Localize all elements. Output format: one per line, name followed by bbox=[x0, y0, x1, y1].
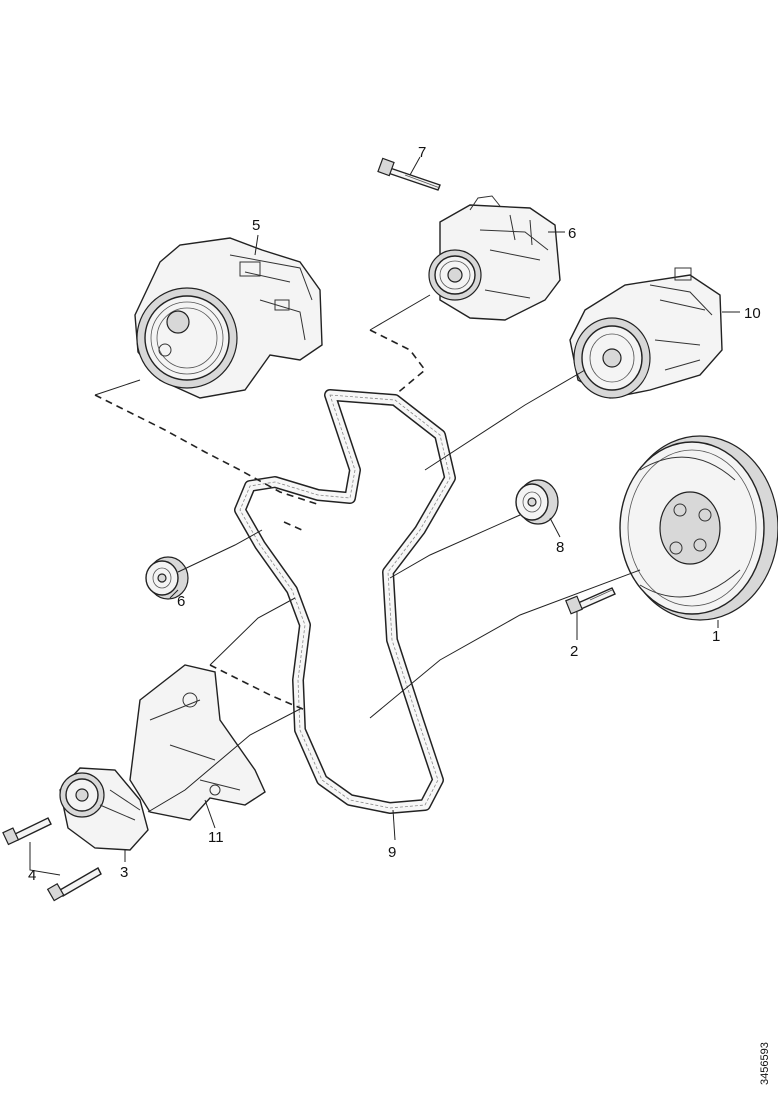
belt-tensioner bbox=[59, 767, 149, 851]
callout-10: 10 bbox=[744, 305, 761, 322]
bolt-7 bbox=[377, 157, 441, 191]
reference-code: 3456593 bbox=[759, 1042, 771, 1085]
callout-5: 5 bbox=[252, 217, 260, 234]
callout-8: 8 bbox=[556, 539, 564, 556]
callout-9: 9 bbox=[388, 844, 396, 861]
idler-pulley-8-left bbox=[145, 556, 189, 600]
callout-2: 2 bbox=[570, 643, 578, 660]
callout-6-alternator: 6 bbox=[568, 225, 576, 242]
idler-pulley-8-right bbox=[515, 479, 559, 525]
callout-1: 1 bbox=[712, 628, 720, 645]
callout-6-idler: 6 bbox=[177, 593, 185, 610]
callout-leaders bbox=[29, 156, 740, 876]
ac-compressor bbox=[569, 267, 723, 399]
bolt-4-lower bbox=[46, 867, 102, 902]
alternator bbox=[428, 195, 561, 321]
tensioner-bracket bbox=[129, 664, 266, 821]
callout-3: 3 bbox=[120, 864, 128, 881]
serpentine-belt bbox=[234, 389, 456, 814]
bolt-4-upper bbox=[2, 817, 52, 846]
callout-7: 7 bbox=[418, 144, 426, 161]
assembly-lines bbox=[94, 294, 641, 813]
power-steering-pump bbox=[134, 237, 323, 399]
bolt-2 bbox=[565, 587, 616, 615]
crankshaft-pulley bbox=[619, 435, 778, 621]
callout-11: 11 bbox=[208, 829, 224, 846]
callout-4: 4 bbox=[28, 867, 36, 884]
